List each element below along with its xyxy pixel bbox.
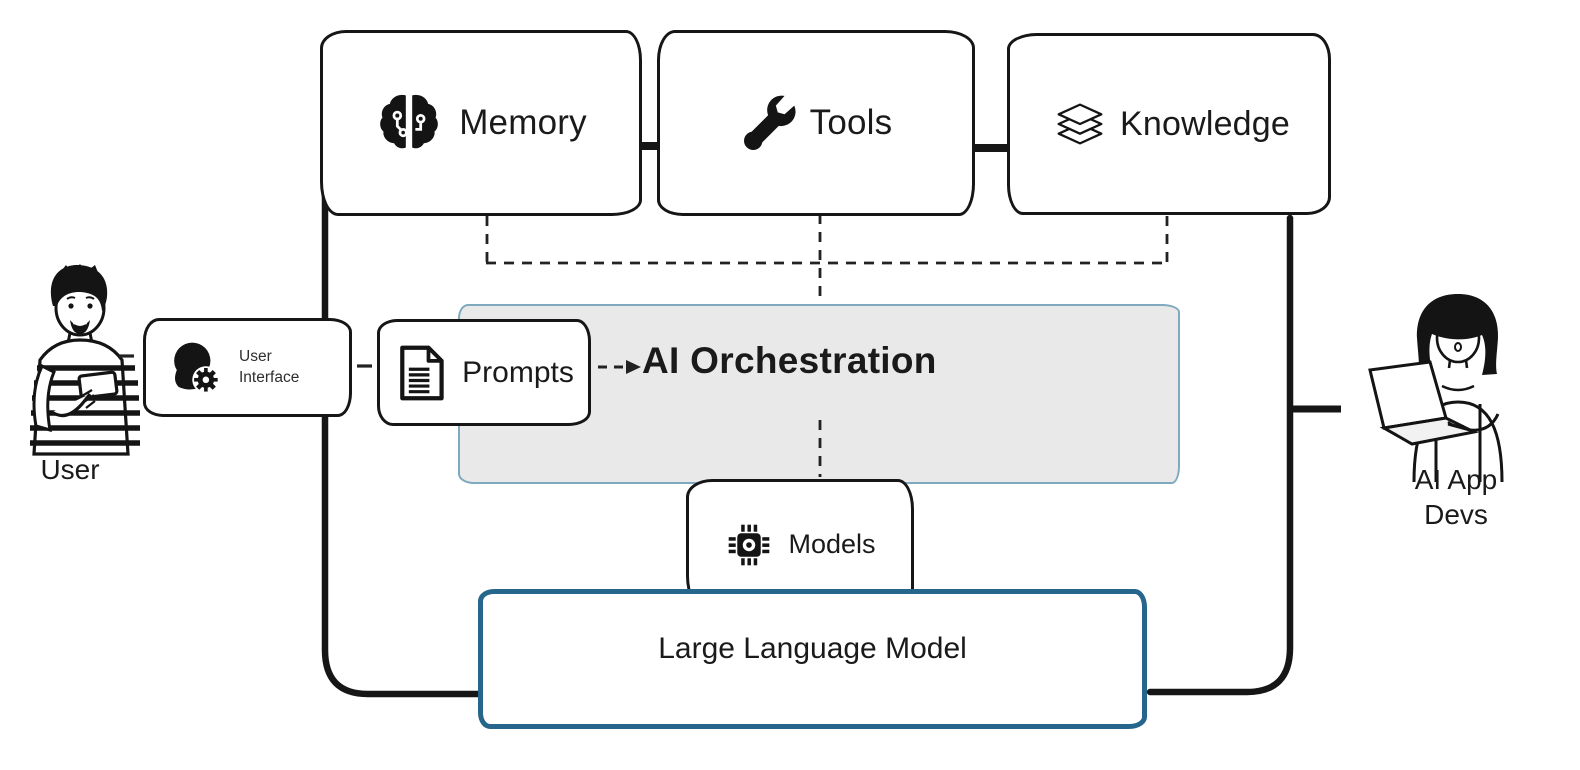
- chip-icon: [729, 524, 770, 565]
- devs-illustration: [1350, 286, 1562, 491]
- user-interface-label-line1: User: [239, 347, 272, 365]
- prompts-label: Prompts: [462, 355, 574, 389]
- user-person-icon: [30, 264, 140, 456]
- ai-orchestration-title: AI Orchestration: [642, 340, 937, 381]
- devs-actor-label-line2: Devs: [1424, 499, 1488, 530]
- models-box-content: Models: [724, 520, 876, 570]
- head-gear-icon: [174, 342, 220, 393]
- tools-box-content: Tools: [740, 92, 893, 154]
- devs-actor-label: AI App Devs: [1388, 462, 1524, 532]
- user-interface-label-line2: Interface: [239, 368, 300, 386]
- document-icon: [400, 345, 444, 400]
- user-illustration: [12, 262, 160, 463]
- prompts-box-content: Prompts: [394, 344, 574, 402]
- user-interface-label: User Interface: [239, 347, 299, 389]
- devs-actor-label-line1: AI App: [1414, 464, 1498, 495]
- llm-label: Large Language Model: [658, 632, 967, 665]
- llm-box: Large Language Model: [478, 589, 1147, 729]
- prompts-box: Prompts: [377, 319, 591, 426]
- knowledge-box: Knowledge: [1007, 33, 1331, 215]
- brain-circuit-icon: [380, 94, 439, 149]
- memory-label: Memory: [459, 103, 587, 142]
- stacked-layers-icon: [1057, 103, 1103, 145]
- memory-box: Memory: [320, 30, 642, 216]
- devs-person-icon: [1368, 294, 1504, 483]
- wrench-icon: [743, 95, 796, 150]
- models-label: Models: [788, 529, 876, 559]
- knowledge-label: Knowledge: [1119, 104, 1291, 143]
- user-actor-label: User: [40, 454, 100, 485]
- models-box: Models: [686, 479, 914, 610]
- tools-box: Tools: [657, 30, 975, 216]
- user-interface-box: User Interface: [143, 318, 352, 417]
- user-interface-content: User Interface: [166, 339, 299, 397]
- tools-label: Tools: [809, 103, 893, 142]
- memory-box-content: Memory: [375, 91, 587, 155]
- knowledge-box-content: Knowledge: [1048, 93, 1290, 155]
